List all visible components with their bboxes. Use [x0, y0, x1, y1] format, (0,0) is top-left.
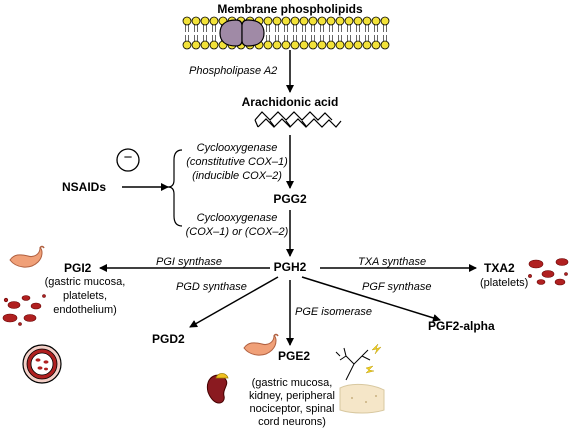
nsaids-label: NSAIDs — [62, 180, 107, 194]
cox-constitutive-label: (constitutive COX–1) — [186, 156, 288, 168]
pgf-synthase-label: PGF synthase — [362, 281, 432, 293]
phospholipid-head — [290, 16, 300, 26]
blood-vessel-icon — [22, 344, 62, 384]
phospholipase-a2-label: Phospholipase A2 — [189, 65, 278, 77]
pgd-synthase-label: PGD synthase — [176, 281, 247, 293]
phospholipid-head — [182, 40, 192, 50]
membrane-protein-icon — [219, 19, 265, 47]
pge2-site-line-2: kidney, peripheral — [248, 390, 335, 402]
arachidonic-acid-structure-icon — [254, 111, 342, 128]
inhibition-symbol: − — [123, 149, 133, 166]
arrow-pgh2-to-pgf2a — [301, 276, 441, 322]
phospholipid-head — [353, 16, 363, 26]
pgi2-site-line-2: platelets, — [62, 290, 108, 302]
cox-inducible-label: (inducible COX–2) — [192, 170, 282, 182]
phospholipid-head — [353, 40, 363, 50]
txa2-label: TXA2 — [484, 261, 515, 275]
pgg2-label: PGG2 — [273, 192, 307, 206]
membrane-bilayer-icon — [182, 16, 390, 50]
pge2-site-line-4: cord neurons) — [258, 416, 326, 428]
pge2-site-line-3: nociceptor, spinal — [249, 403, 335, 415]
phospholipid-head — [263, 16, 273, 26]
pain-spark-icon — [365, 343, 382, 374]
phospholipid-head — [335, 16, 345, 26]
phospholipid-head — [362, 16, 372, 26]
pge2-site-line-1: (gastric mucosa, — [251, 377, 333, 389]
phospholipid-head — [344, 16, 354, 26]
phospholipid-head — [371, 40, 381, 50]
pgi-synthase-label: PGI synthase — [156, 256, 223, 268]
arachidonic-acid-label: Arachidonic acid — [241, 95, 339, 109]
pge2-label: PGE2 — [278, 349, 311, 363]
phospholipid-head — [182, 16, 192, 26]
inhibition-icon — [116, 148, 140, 172]
phospholipid-head — [281, 16, 291, 26]
phospholipid-head — [371, 16, 381, 26]
cox2-enzyme-title: Cyclooxygenase — [196, 212, 278, 224]
pgi2-label: PGI2 — [64, 261, 92, 275]
phospholipid-head — [299, 16, 309, 26]
stomach-icon — [243, 333, 279, 356]
phospholipid-head — [344, 40, 354, 50]
cox-either-label: (COX–1) or (COX–2) — [185, 226, 289, 238]
phospholipid-head — [362, 40, 372, 50]
phospholipid-head — [191, 40, 201, 50]
phospholipid-head — [200, 16, 210, 26]
phospholipid-head — [317, 16, 327, 26]
pge-isomerase-label: PGE isomerase — [295, 306, 373, 318]
platelets-icon — [528, 258, 569, 286]
platelets-icon — [2, 294, 46, 326]
phospholipid-head — [272, 16, 282, 26]
membrane-phospholipids-label: Membrane phospholipids — [217, 2, 363, 16]
phospholipid-head — [299, 40, 309, 50]
txa2-site-line-1: (platelets) — [480, 277, 529, 289]
phospholipid-head — [326, 16, 336, 26]
pgf2-alpha-label: PGF2-alpha — [428, 319, 495, 333]
phospholipid-head — [308, 16, 318, 26]
phospholipid-head — [281, 40, 291, 50]
pgi2-site-line-1: (gastric mucosa, — [44, 276, 126, 288]
phospholipid-head — [209, 40, 219, 50]
pgi2-site-line-3: endothelium) — [53, 304, 117, 316]
phospholipid-head — [263, 40, 273, 50]
cox-brace — [167, 149, 183, 227]
pgh2-label: PGH2 — [273, 260, 307, 274]
phospholipid-head — [290, 40, 300, 50]
phospholipid-head — [200, 40, 210, 50]
phospholipid-head — [272, 40, 282, 50]
kidney-icon — [206, 373, 229, 404]
phospholipid-head — [191, 16, 201, 26]
nociceptor-neuron-icon — [335, 347, 371, 381]
phospholipid-head — [380, 40, 390, 50]
pgd2-label: PGD2 — [152, 332, 185, 346]
cox-enzyme-title: Cyclooxygenase — [196, 142, 278, 154]
phospholipid-head — [317, 40, 327, 50]
stomach-icon — [9, 245, 45, 268]
skin-tissue-icon — [339, 383, 385, 414]
txa-synthase-label: TXA synthase — [358, 256, 427, 268]
phospholipid-head — [326, 40, 336, 50]
phospholipid-head — [209, 16, 219, 26]
phospholipid-head — [308, 40, 318, 50]
arrow-pgh2-to-pgd2 — [189, 276, 279, 328]
phospholipid-head — [380, 16, 390, 26]
phospholipid-head — [335, 40, 345, 50]
